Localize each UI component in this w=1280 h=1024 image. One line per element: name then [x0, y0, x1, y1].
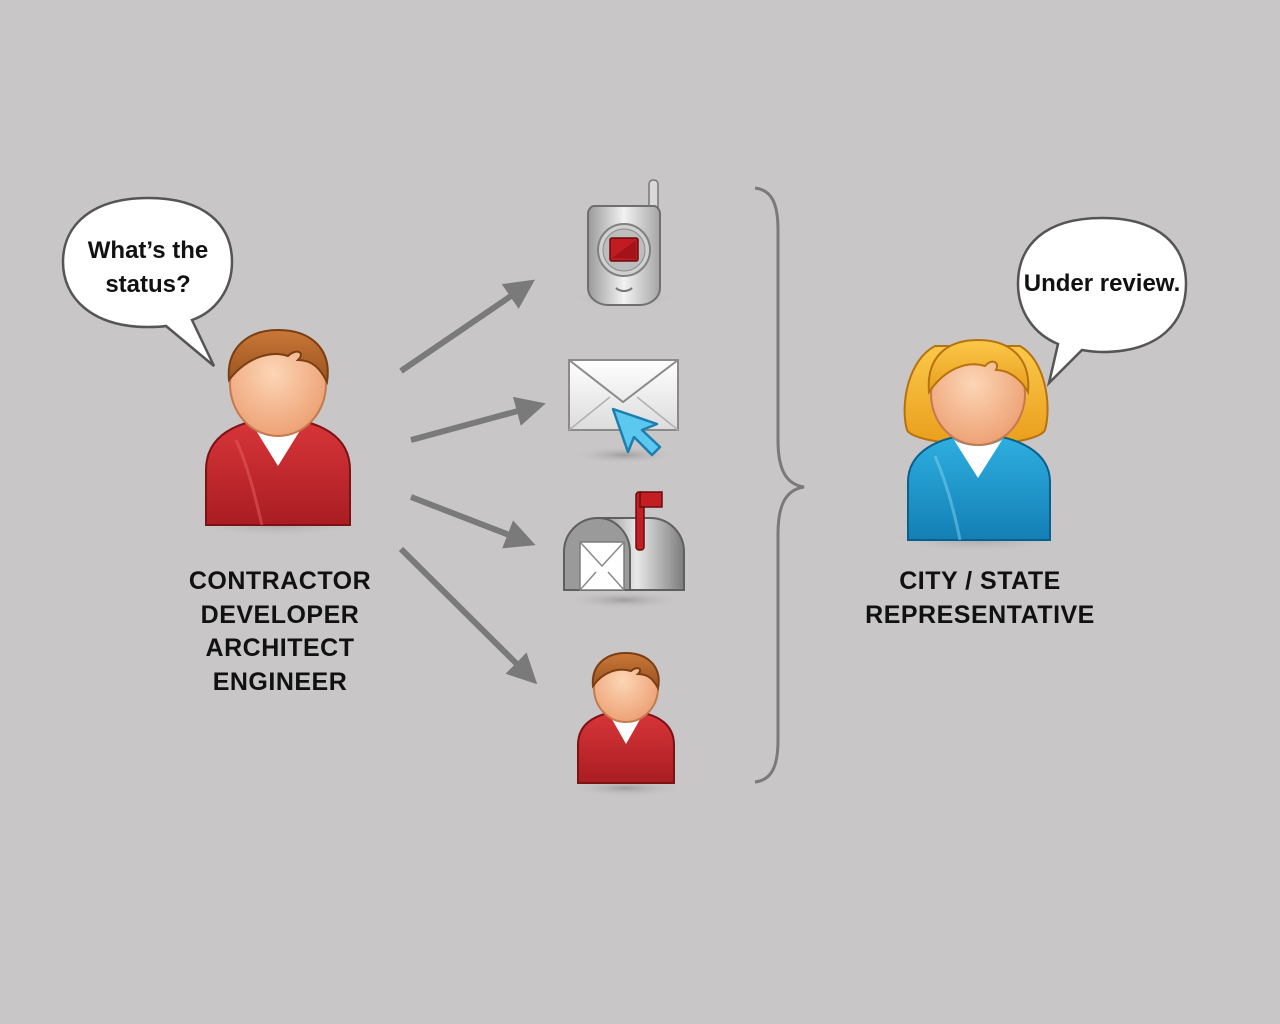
representative-person-icon [886, 338, 1070, 553]
contractor-speech-line-2: status? [105, 271, 190, 298]
representative-speech-bubble: Under review. [1016, 216, 1188, 387]
mailbox-icon [563, 491, 685, 609]
contractor-speech-line-1: What’s the [88, 237, 208, 264]
contractor-role-2: DEVELOPER [200, 600, 360, 629]
representative-speech-text: Under review. [1024, 270, 1181, 297]
contractor-person-icon [186, 328, 370, 538]
contractor-role-1: CONTRACTOR [188, 567, 372, 595]
arrow-to-email [410, 396, 546, 443]
representative-role-2: REPRESENTATIVE [865, 600, 1095, 629]
representative-roles-label: CITY / STATE REPRESENTATIVE [840, 565, 1120, 632]
representative-role-1: CITY / STATE [899, 567, 1061, 595]
contractor-role-4: ENGINEER [212, 667, 348, 696]
grouping-brace [754, 186, 805, 784]
arrow-to-phone [399, 279, 535, 374]
channel-arrows [398, 279, 546, 685]
contractor-speech-bubble: What’s the status? [61, 196, 234, 367]
contractor-role-3: ARCHITECT [205, 634, 355, 662]
person-icon [568, 651, 684, 797]
email-envelope-icon [568, 359, 679, 464]
cell-phone-icon [572, 179, 676, 307]
arrow-to-mail [409, 494, 536, 549]
contractor-roles-label: CONTRACTOR DEVELOPER ARCHITECT ENGINEER [160, 565, 400, 699]
arrow-to-in-person [398, 546, 538, 685]
